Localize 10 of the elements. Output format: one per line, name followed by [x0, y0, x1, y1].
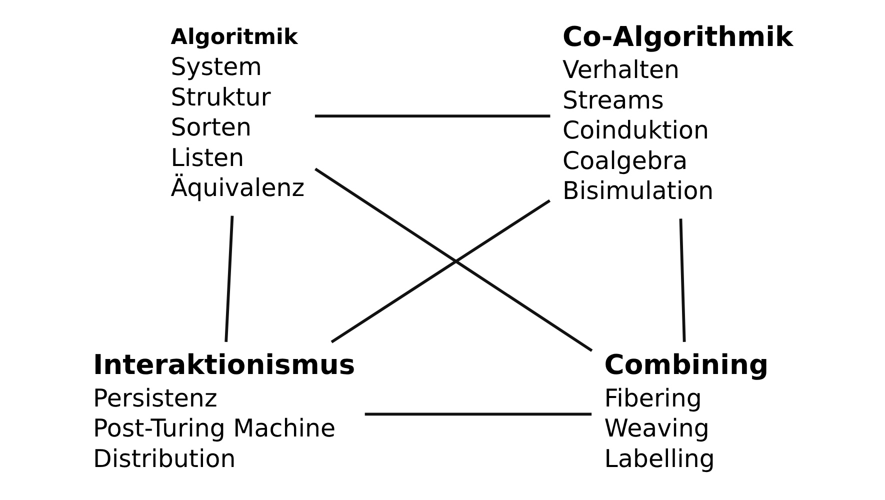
node-text: Co-Algorithmik Verhalten Streams Coinduktion Coalgebra Bisimulation	[562, 22, 793, 206]
node-text: Interaktionismus Persistenz Post-Turing Machine Distribution	[92, 350, 355, 473]
connector	[314, 114, 550, 118]
node-text: Combining Fibering Weaving Labelling	[604, 350, 768, 473]
connector	[364, 412, 592, 416]
connector	[330, 199, 550, 344]
connector	[678, 218, 686, 342]
connector	[314, 168, 592, 352]
connector	[224, 216, 234, 342]
node-text: Algoritmik System Struktur Sorten Listen Äquivalenz	[170, 25, 304, 202]
